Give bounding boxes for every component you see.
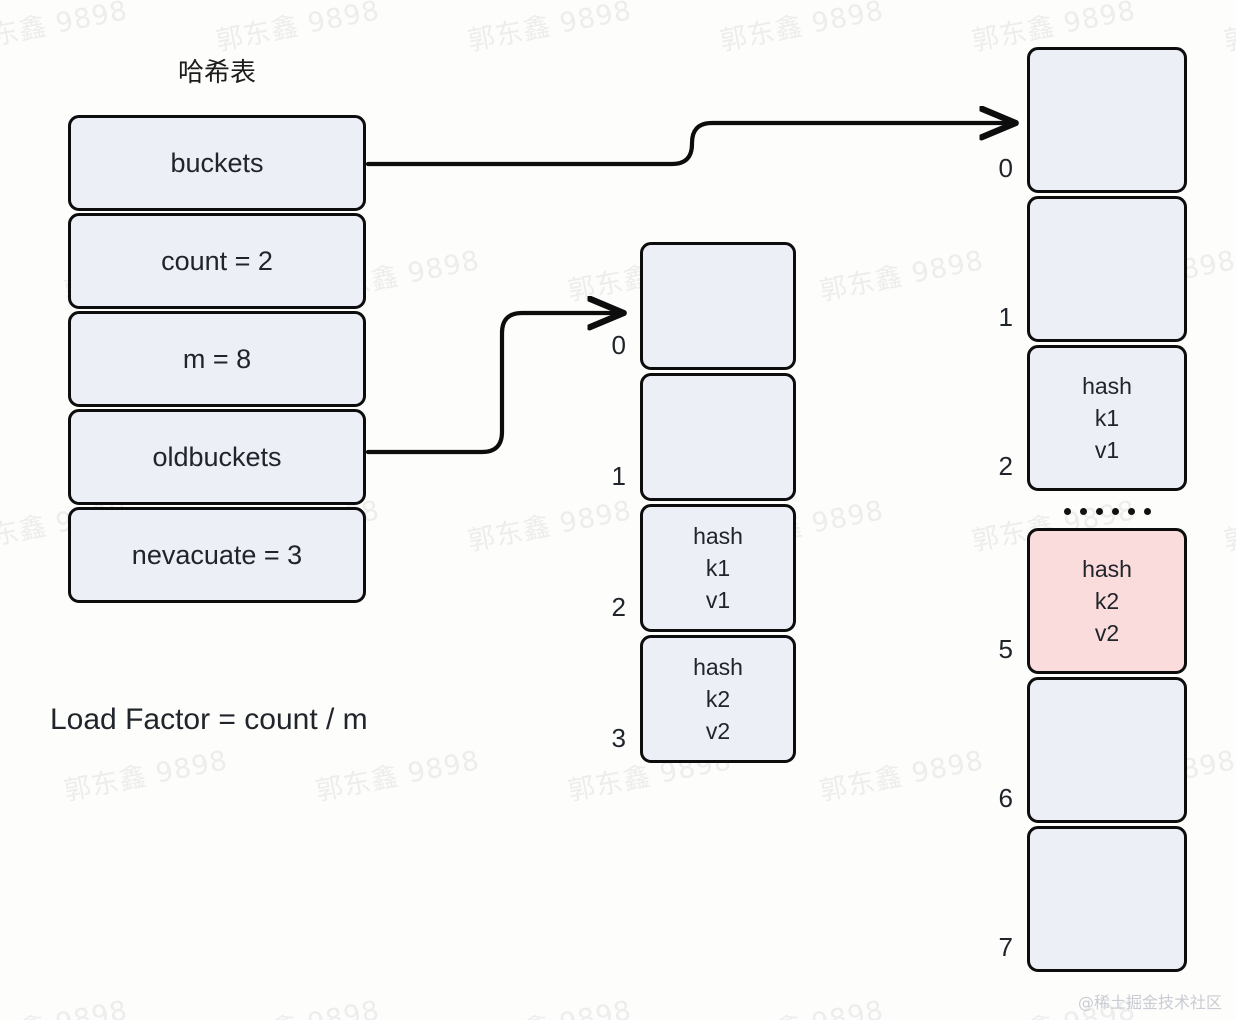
struct-field-label: m = 8: [182, 343, 252, 374]
slot-entry-line: k2: [705, 685, 731, 712]
hashmap-struct-title: 哈希表: [177, 58, 256, 88]
watermark-text: 郭东鑫 9898: [817, 745, 987, 808]
array-slot: 0: [612, 242, 796, 370]
ellipsis-dot: [1143, 507, 1151, 515]
ellipsis-dot: [1095, 507, 1103, 515]
slot-index-label: 0: [998, 153, 1013, 183]
array-slot: 6: [999, 677, 1187, 823]
struct-field-nevacuate[interactable]: nevacuate = 3: [68, 507, 366, 603]
slot-cell[interactable]: hash k2 v2: [1027, 528, 1187, 674]
watermark-text: 郭东鑫 9898: [465, 495, 635, 558]
array-slot: 2 hash k1 v1: [612, 504, 796, 632]
array-slot: 7: [999, 826, 1187, 972]
slot-cell[interactable]: [640, 242, 796, 370]
watermark-text: 郭东鑫 9898: [0, 988, 131, 1020]
watermark-text: 郭东鑫 9898: [716, 988, 887, 1020]
slot-entry-line: k2: [1094, 587, 1120, 614]
slot-cell[interactable]: hash k1 v1: [1027, 345, 1187, 491]
watermark-text: 郭东鑫 9898: [0, 0, 131, 58]
buckets-array: 0 1 2 hash k1 v1 5 hash k2 v2 6 7: [999, 47, 1187, 972]
slot-entry-line: v1: [705, 587, 731, 614]
watermark-text: 郭东鑫 9898: [212, 988, 383, 1020]
connector-oldbuckets-to-old-array: [365, 313, 622, 455]
struct-field-label: buckets: [170, 147, 264, 178]
hashmap-struct-column: buckets count = 2 m = 8 oldbuckets nevacuate…: [68, 115, 366, 603]
slot-entry-line: k1: [705, 554, 731, 581]
struct-field-label: count = 2: [161, 245, 273, 276]
watermark-text: 郭东鑫 9898: [313, 745, 483, 808]
oldbuckets-array: 0 1 2 hash k1 v1 3 hash k2 v2: [612, 242, 796, 763]
watermark-text: 郭东鑫 9898: [1220, 988, 1236, 1020]
array-ellipsis: [1027, 494, 1187, 528]
watermark-text: 郭东鑫 9898: [61, 745, 231, 808]
watermark-text: 郭东鑫 9898: [1221, 0, 1236, 58]
struct-field-buckets[interactable]: buckets: [68, 115, 366, 211]
array-slot: 5 hash k2 v2: [999, 528, 1187, 674]
ellipsis-dot: [1063, 507, 1071, 515]
slot-entry-line: v1: [1094, 437, 1120, 464]
slot-cell[interactable]: [640, 373, 796, 501]
array-slot: 3 hash k2 v2: [612, 635, 796, 763]
slot-index-label: 2: [998, 451, 1013, 481]
slot-cell[interactable]: [1027, 677, 1187, 823]
slot-entry-line: hash: [1082, 555, 1132, 582]
struct-field-m[interactable]: m = 8: [68, 311, 366, 407]
slot-index-label: 6: [998, 783, 1013, 813]
ellipsis-dot: [1079, 507, 1087, 515]
watermark-text: 郭东鑫 9898: [1221, 495, 1236, 558]
watermark-text: 郭东鑫 9898: [464, 988, 635, 1020]
slot-entry-line: hash: [1082, 372, 1132, 399]
slot-index-label: 2: [611, 592, 626, 622]
slot-index-label: 1: [998, 302, 1013, 332]
slot-cell[interactable]: [1027, 196, 1187, 342]
slot-entry-line: hash: [693, 522, 743, 549]
struct-field-label: nevacuate = 3: [131, 539, 303, 570]
watermark-text: 郭东鑫 9898: [213, 0, 383, 58]
watermark-text: 郭东鑫 9898: [817, 245, 987, 308]
watermark-text: 郭东鑫 9898: [717, 0, 887, 58]
struct-field-count[interactable]: count = 2: [68, 213, 366, 309]
slot-entry-line: k1: [1094, 404, 1120, 431]
slot-index-label: 0: [611, 330, 626, 360]
connector-buckets-to-new-array: [365, 123, 1014, 167]
slot-cell[interactable]: hash k2 v2: [640, 635, 796, 763]
ellipsis-dot: [1127, 507, 1135, 515]
slot-cell[interactable]: hash k1 v1: [640, 504, 796, 632]
slot-entry-line: hash: [693, 653, 743, 680]
slot-cell[interactable]: [1027, 47, 1187, 193]
slot-cell[interactable]: [1027, 826, 1187, 972]
slot-index-label: 5: [998, 634, 1013, 664]
slot-index-label: 3: [611, 723, 626, 753]
array-slot: 0: [999, 47, 1187, 193]
attribution-watermark: @稀土掘金技术社区: [1077, 993, 1222, 1012]
watermark-text: 郭东鑫 9898: [465, 0, 635, 58]
slot-entry-line: v2: [1094, 620, 1120, 647]
array-slot: 2 hash k1 v1: [999, 345, 1187, 491]
slot-entry-line: v2: [705, 718, 731, 745]
array-slot: 1: [612, 373, 796, 501]
load-factor-formula: Load Factor = count / m: [50, 703, 368, 736]
struct-field-label: oldbuckets: [152, 441, 282, 472]
slot-index-label: 7: [998, 932, 1013, 962]
struct-field-oldbuckets[interactable]: oldbuckets: [68, 409, 366, 505]
array-slot: 1: [999, 196, 1187, 342]
slot-index-label: 1: [611, 461, 626, 491]
ellipsis-dot: [1111, 507, 1119, 515]
